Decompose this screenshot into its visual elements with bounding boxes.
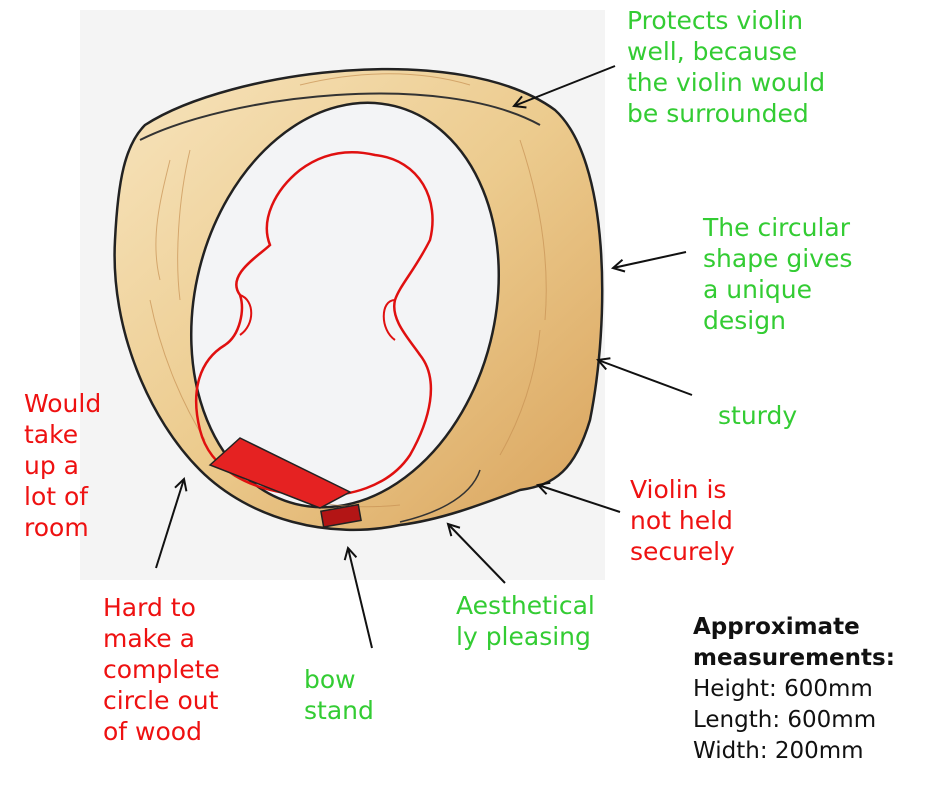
measurement-height: Height: 600mm <box>693 674 895 705</box>
label-protects: Protects violin well, because the violin… <box>627 5 825 129</box>
measurement-width: Width: 200mm <box>693 736 895 767</box>
label-circular: The circular shape gives a unique design <box>703 212 852 336</box>
measurement-length: Length: 600mm <box>693 705 895 736</box>
label-not-held: Violin is not held securely <box>630 474 735 567</box>
label-hard: Hard to make a complete circle out of wo… <box>103 592 220 747</box>
measurements-heading-2: measurements: <box>693 643 895 674</box>
label-room: Would take up a lot of room <box>24 388 101 543</box>
arrow-sturdy <box>598 360 692 395</box>
measurements-block: Approximate measurements: Height: 600mm … <box>693 612 895 767</box>
label-aesthetic: Aesthetical ly pleasing <box>456 590 595 652</box>
measurements-heading-1: Approximate <box>693 612 895 643</box>
label-sturdy: sturdy <box>718 400 797 431</box>
arrow-circular <box>613 252 686 268</box>
label-bow-stand: bow stand <box>304 664 374 726</box>
